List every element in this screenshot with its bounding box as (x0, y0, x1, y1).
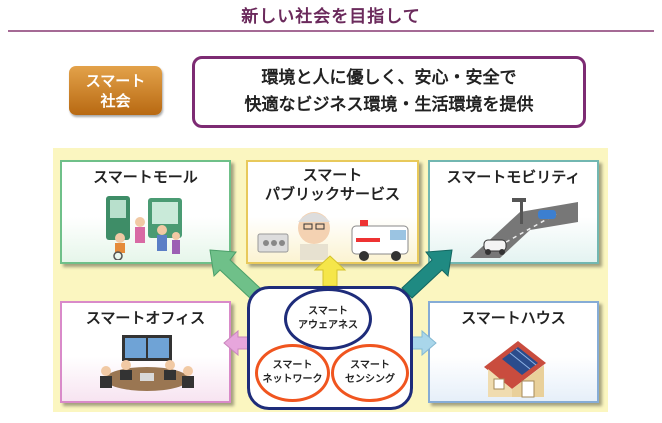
card-smart-mobility-label: スマートモビリティ (446, 168, 581, 186)
smart-society-badge: スマート 社会 (69, 66, 162, 115)
card-smart-public-service: スマート パブリックサービス (246, 160, 419, 264)
card-smart-mobility: スマートモビリティ (428, 160, 599, 264)
circle-smart-network: スマート ネットワーク (255, 344, 330, 402)
card-smart-mall-label: スマートモール (93, 168, 198, 186)
network-line1: スマート (272, 360, 313, 371)
page-title: 新しい社会を目指して (241, 7, 421, 27)
sensing-line1: スマート (350, 360, 390, 371)
network-line2: ネットワーク (262, 374, 323, 385)
mall-illustration (106, 196, 182, 260)
concept-box: 環境と人に優しく、安心・安全で 快適なビジネス環境・生活環境を提供 (192, 56, 586, 128)
badge-line2: 社会 (100, 91, 131, 110)
card-public-label-line1: スマート (302, 166, 363, 184)
concept-line2: 快適なビジネス環境・生活環境を提供 (244, 95, 534, 115)
card-smart-office: スマートオフィス (60, 301, 231, 403)
awareness-line1: スマート (308, 306, 348, 317)
mobility-illustration (470, 198, 578, 258)
badge-line1: スマート (85, 71, 146, 90)
card-smart-house-label: スマートハウス (461, 309, 566, 327)
card-smart-house: スマートハウス (428, 301, 599, 403)
arrow-to-public-service (313, 255, 347, 287)
house-illustration (484, 341, 546, 398)
office-illustration (100, 335, 194, 391)
circle-smart-sensing: スマート センシング (331, 344, 409, 402)
sensing-line2: センシング (345, 374, 395, 385)
concept-line1: 環境と人に優しく、安心・安全で (261, 68, 517, 88)
title-divider (8, 30, 654, 32)
card-smart-office-label: スマートオフィス (85, 309, 206, 327)
card-public-label-line2: パブリックサービス (264, 185, 400, 203)
awareness-line2: アウェアネス (298, 320, 358, 331)
card-smart-mall: スマートモール (60, 160, 231, 264)
public-service-illustration (257, 212, 409, 261)
circle-smart-awareness: スマート アウェアネス (284, 288, 372, 350)
